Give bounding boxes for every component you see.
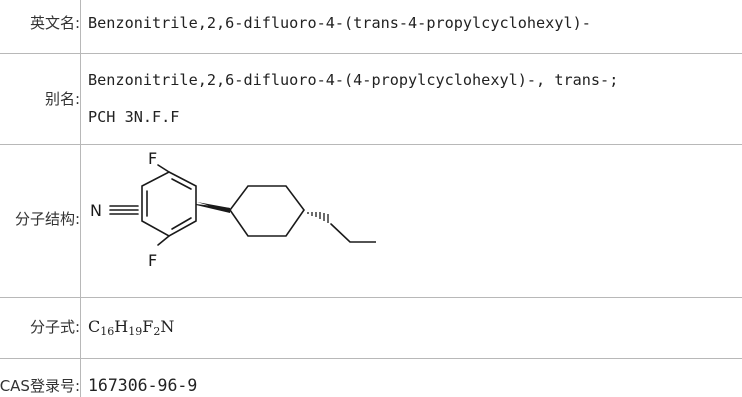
atom-nitrogen: N xyxy=(90,201,102,220)
column-divider xyxy=(80,0,81,397)
alias-value-line2: PCH 3N.F.F xyxy=(88,108,180,126)
bond-to-fluorine-bottom xyxy=(157,235,170,246)
alias-value-line1: Benzonitrile,2,6-difluoro-4-(4-propylcyc… xyxy=(88,71,619,89)
formula-label: 分子式: xyxy=(29,318,80,336)
row-divider xyxy=(0,297,742,298)
ring-double-bond xyxy=(171,217,192,230)
row-divider xyxy=(0,144,742,145)
cas-label: CAS登录号: xyxy=(0,377,80,395)
propyl-chain xyxy=(330,223,376,243)
benzene-ring xyxy=(141,171,197,237)
atom-fluorine-top: F xyxy=(148,149,157,168)
molecular-structure-image: F F N xyxy=(90,149,376,270)
hashed-bond xyxy=(307,212,329,223)
structure-label: 分子结构: xyxy=(14,210,80,228)
ring-double-bond xyxy=(171,178,192,190)
cyclohexane-ring xyxy=(229,185,305,237)
atom-fluorine-bottom: F xyxy=(148,251,157,270)
english-name-label: 英文名: xyxy=(29,14,80,32)
molecular-formula: C16H19F2N xyxy=(88,317,175,338)
alias-label: 别名: xyxy=(44,90,80,108)
row-divider xyxy=(0,53,742,54)
english-name-value: Benzonitrile,2,6-difluoro-4-(trans-4-pro… xyxy=(88,14,591,32)
cas-number-value: 167306-96-9 xyxy=(88,376,198,395)
wedge-bond xyxy=(196,204,230,213)
wedge-bond xyxy=(197,202,230,212)
bond-to-fluorine-top xyxy=(157,164,170,173)
row-divider xyxy=(0,358,742,359)
